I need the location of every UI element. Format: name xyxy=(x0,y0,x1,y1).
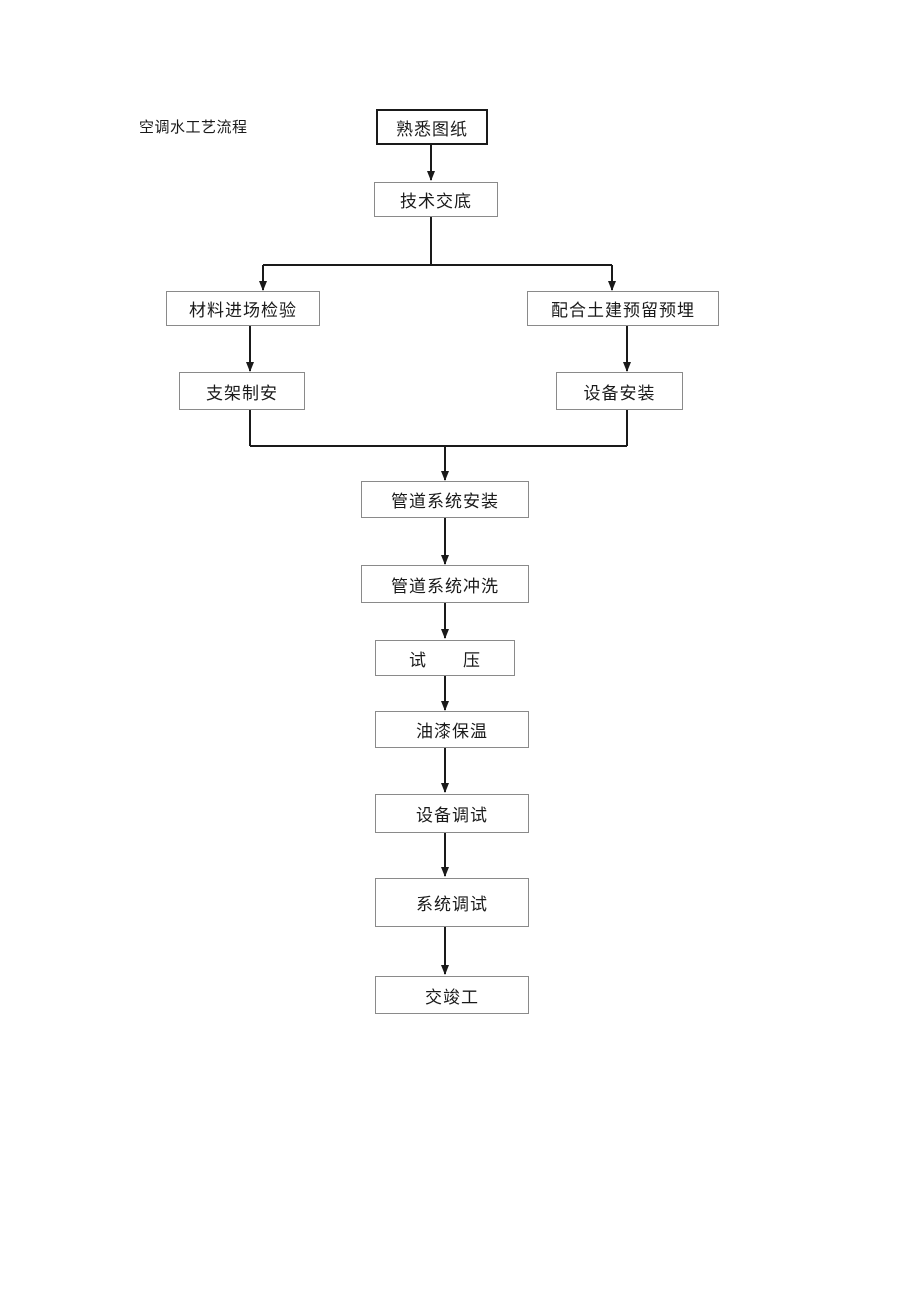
node-familiarize-drawings: 熟悉图纸 xyxy=(376,109,488,145)
node-equipment-commissioning: 设备调试 xyxy=(375,794,529,833)
node-system-commissioning: 系统调试 xyxy=(375,878,529,927)
node-paint-insulation: 油漆保温 xyxy=(375,711,529,748)
node-support-fabrication: 支架制安 xyxy=(179,372,305,410)
node-equipment-installation: 设备安装 xyxy=(556,372,683,410)
node-pipe-installation: 管道系统安装 xyxy=(361,481,529,518)
page-title: 空调水工艺流程 xyxy=(139,118,248,136)
node-pressure-test: 试 压 xyxy=(375,640,515,676)
node-handover: 交竣工 xyxy=(375,976,529,1014)
node-pipe-flushing: 管道系统冲洗 xyxy=(361,565,529,603)
node-material-inspection: 材料进场检验 xyxy=(166,291,320,326)
node-civil-coordination: 配合土建预留预埋 xyxy=(527,291,719,326)
node-technical-briefing: 技术交底 xyxy=(374,182,498,217)
